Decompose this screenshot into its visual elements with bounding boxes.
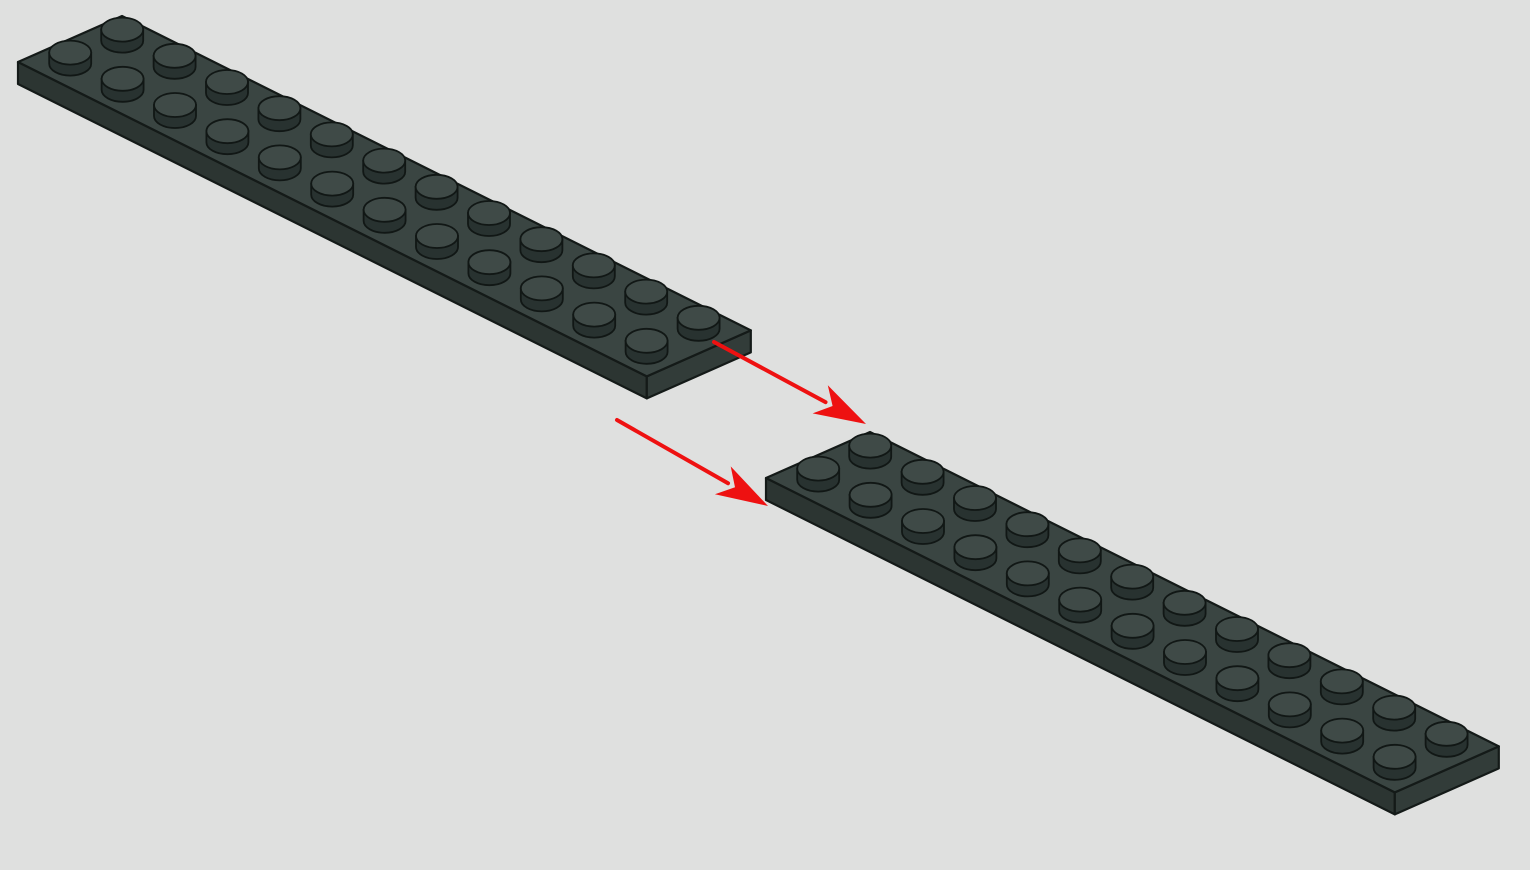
stud [901,508,945,545]
stud [48,39,93,77]
stud [310,170,355,208]
stud [519,226,564,264]
stud [257,95,302,133]
stud [953,485,997,522]
stud [100,65,145,103]
stud [1110,612,1155,650]
stud [1058,586,1103,624]
stud [1267,691,1312,729]
stud [153,92,197,129]
stud [676,304,721,342]
stud [1319,668,1364,706]
arrow-head [714,466,768,506]
arrows [615,340,866,506]
stud [1005,511,1050,549]
stud [100,16,145,54]
stud [1372,743,1417,781]
stud [309,121,354,159]
stud [1162,589,1207,627]
stud [1110,563,1155,601]
stud [571,252,616,290]
stud [900,458,945,496]
stud [205,118,250,156]
stud [362,196,407,234]
stud [848,481,893,519]
stud [953,534,998,572]
stud [362,147,407,185]
stud [1320,717,1365,755]
stud [152,42,197,80]
stud [519,275,564,313]
plate-left [16,14,752,400]
stud [796,455,841,493]
arrow-upper [712,340,866,424]
stud [848,432,893,470]
arrow-head [812,385,866,424]
stud [415,223,459,260]
stud [1005,560,1050,598]
stud [414,173,459,211]
stud [1372,694,1417,732]
stud [467,200,511,237]
stud [257,144,302,182]
stud [624,278,669,316]
stud [1057,537,1102,575]
stud [1424,720,1469,758]
stud [205,69,249,106]
arrow-lower [615,418,768,506]
stud [467,249,512,287]
plate-right [764,430,1500,816]
stud [624,327,669,365]
stud [1215,665,1260,703]
stud [1163,639,1207,676]
stud [1215,616,1259,653]
stud [1267,642,1312,680]
stud [572,301,617,339]
